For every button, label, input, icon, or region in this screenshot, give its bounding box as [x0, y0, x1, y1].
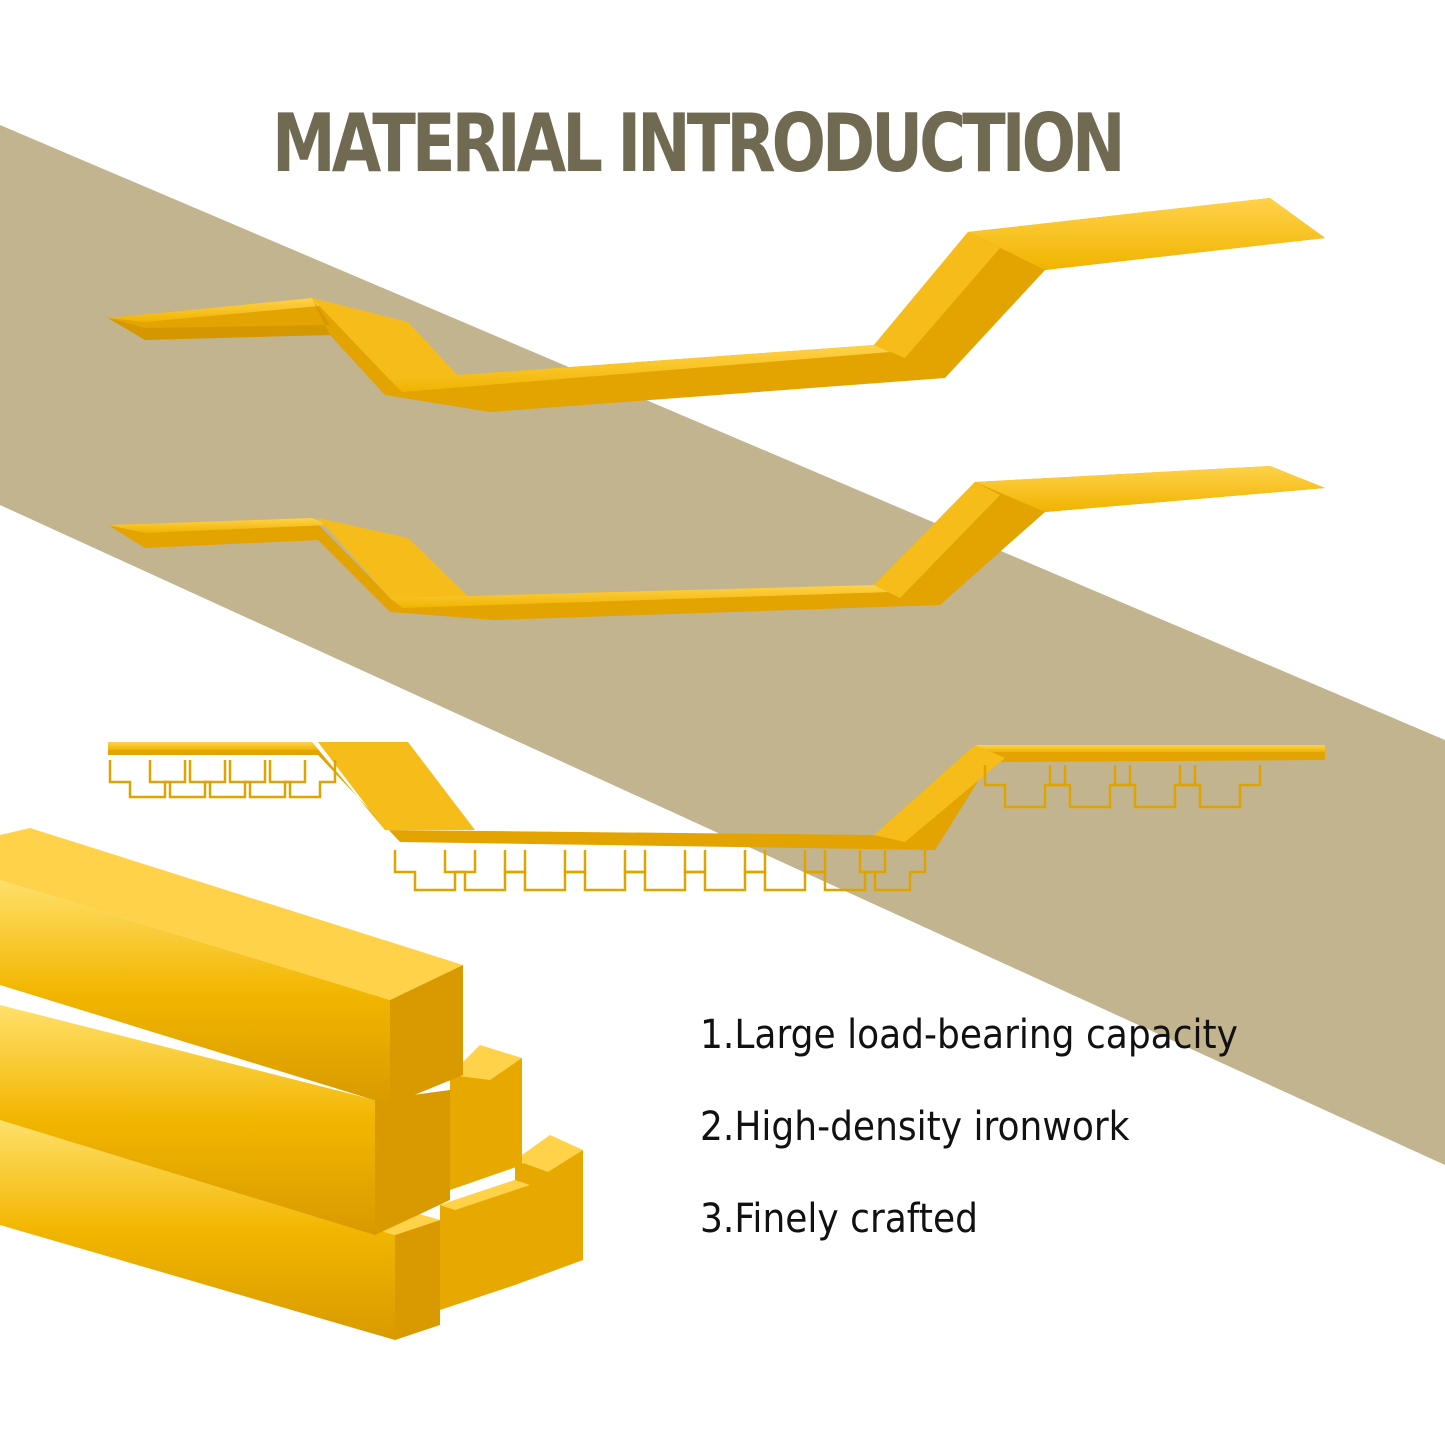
feature-item-load-bearing: 1.Large load-bearing capacity: [700, 1012, 1238, 1058]
zigzag-shelf-with-glass-rack-icon: [108, 742, 1325, 892]
feature-item-ironwork: 2.High-density ironwork: [700, 1104, 1130, 1150]
feature-list: 1.Large load-bearing capacity 2.High-den…: [700, 1005, 1400, 1281]
feature-item-crafted: 3.Finely crafted: [700, 1196, 978, 1242]
gold-bar-stack-icon: [0, 828, 583, 1340]
